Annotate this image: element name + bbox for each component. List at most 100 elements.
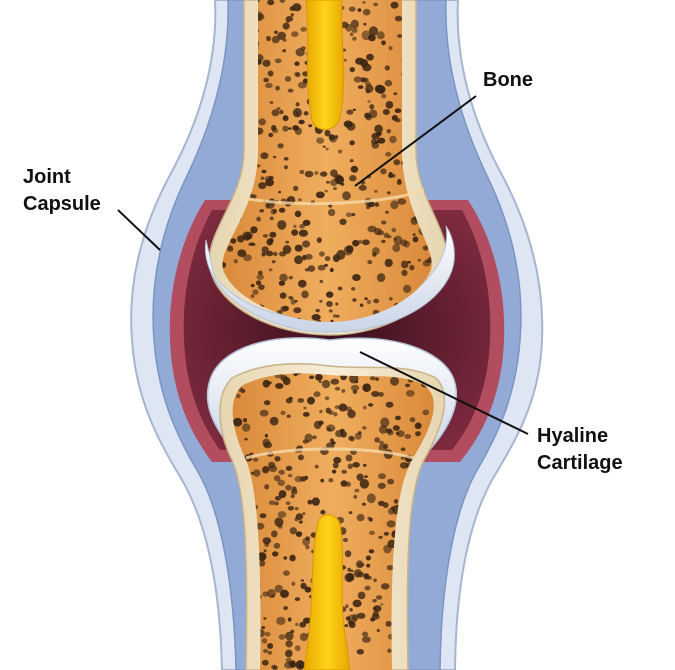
bone-pore xyxy=(271,530,278,538)
bone-pore xyxy=(278,280,286,286)
bone-pore xyxy=(397,34,403,38)
joint-capsule-label-line2: Capsule xyxy=(23,193,101,215)
bone-pore xyxy=(288,473,293,478)
bone-pore xyxy=(267,70,274,77)
bone-pore xyxy=(393,237,397,241)
bone-pore xyxy=(304,253,313,260)
bone-pore xyxy=(274,456,281,462)
bone-pore xyxy=(353,569,362,578)
bone-pore xyxy=(327,208,336,217)
bone-pore xyxy=(250,283,255,288)
bone-pore xyxy=(379,425,388,434)
bone-pore xyxy=(300,582,307,590)
bone-pore xyxy=(261,251,266,257)
bone-pore xyxy=(330,378,340,385)
bone-pore xyxy=(353,495,358,499)
bone-pore xyxy=(287,88,294,93)
bone-pore xyxy=(380,168,387,175)
bone-pore xyxy=(362,1,366,4)
bone-pore xyxy=(262,438,271,447)
bone-pore xyxy=(397,178,402,183)
bone-pore xyxy=(342,191,351,201)
bone-pore xyxy=(340,21,349,29)
bone-pore xyxy=(386,565,394,571)
bone-label-text: Bone xyxy=(483,69,533,91)
bone-pore xyxy=(261,626,266,630)
bone-pore xyxy=(374,202,380,207)
bone-pore xyxy=(230,238,237,244)
bone-pore xyxy=(259,513,267,519)
bone-pore xyxy=(316,237,322,243)
bone-pore xyxy=(278,469,285,475)
bone-pore xyxy=(393,159,401,166)
bone-pore xyxy=(356,513,365,522)
bone-pore xyxy=(361,502,366,506)
bone-pore xyxy=(250,294,255,298)
bone-pore xyxy=(302,512,306,515)
bone-pore xyxy=(262,649,269,653)
bone-pore xyxy=(324,130,331,137)
bone-pore xyxy=(236,393,241,399)
bone-pore xyxy=(349,159,354,163)
bone-pore xyxy=(422,409,430,416)
bone-pore xyxy=(347,409,356,419)
bone-pore xyxy=(325,407,331,414)
bone-pore xyxy=(376,628,380,633)
bone-pore xyxy=(359,303,364,307)
bone-pore xyxy=(255,280,262,286)
bone-pore xyxy=(364,585,371,591)
bone-pore xyxy=(265,250,274,257)
bone-pore xyxy=(395,415,401,421)
bone-pore xyxy=(399,462,409,469)
bone-pore xyxy=(267,643,274,649)
bone-pore xyxy=(289,554,296,562)
upper-spongy-bone xyxy=(222,0,432,322)
bone-pore xyxy=(277,511,287,518)
bone-pore xyxy=(319,409,323,414)
bone-pore xyxy=(285,657,292,663)
bone-pore xyxy=(298,520,303,524)
bone-pore xyxy=(349,175,357,182)
bone-pore xyxy=(312,435,317,440)
bone-pore xyxy=(273,251,278,257)
bone-pore xyxy=(315,308,320,313)
bone-pore xyxy=(404,434,412,439)
bone-pore xyxy=(314,171,319,175)
bone-pore xyxy=(348,6,356,12)
bone-pore xyxy=(250,242,255,246)
bone-pore xyxy=(277,220,287,230)
bone-pore xyxy=(422,260,431,267)
bone-pore xyxy=(282,49,287,53)
upper-growth-line xyxy=(235,188,425,206)
bone-pore xyxy=(260,176,265,180)
bone-pore xyxy=(378,535,383,539)
bone-pore xyxy=(351,287,356,291)
bone-pore xyxy=(365,84,374,93)
upper-marrow xyxy=(305,0,345,130)
bone-pore xyxy=(351,213,356,217)
bone-pore xyxy=(364,78,369,83)
bone-pore xyxy=(341,389,346,393)
bone-pore xyxy=(345,245,354,254)
bone-pore xyxy=(363,22,367,26)
bone-pore xyxy=(357,8,362,12)
bone-pore xyxy=(265,203,271,209)
bone-pore xyxy=(350,569,354,573)
bone-pore xyxy=(258,284,265,290)
bone-pore xyxy=(387,429,394,436)
bone-pore xyxy=(258,560,266,567)
bone-pore xyxy=(390,1,399,9)
bone-pore xyxy=(265,82,273,89)
bone-pore xyxy=(298,198,302,202)
bone-pore xyxy=(289,662,297,668)
bone-pore xyxy=(275,85,280,91)
bone-pore xyxy=(289,527,297,535)
bone-pore xyxy=(331,469,337,474)
bone-pore xyxy=(257,270,263,276)
bone-pore xyxy=(286,414,291,418)
bone-pore xyxy=(346,109,354,115)
bone-pore xyxy=(385,210,389,214)
bone-pore xyxy=(341,469,348,474)
bone-pore xyxy=(326,427,332,432)
